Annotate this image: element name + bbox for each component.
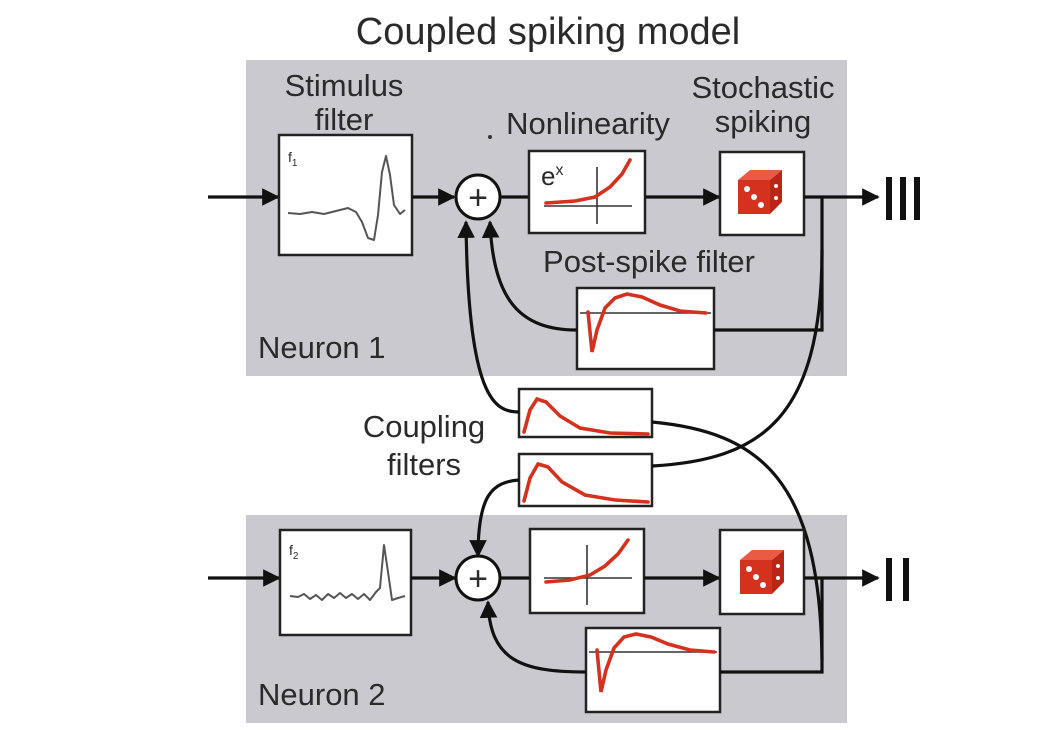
n1-output-to-postspike-wire [714, 197, 824, 332]
coupling-filter-top-box [517, 387, 654, 439]
sum-node-2: + [454, 554, 502, 602]
post-spike-filter-label: Post-spike filter [543, 244, 755, 279]
stimulus-filter-1-tag: f1 [288, 149, 298, 169]
post-spike-filter-2-box [584, 626, 722, 714]
nonlinearity-label: Nonlinearity [506, 106, 670, 141]
stimulus-filter-1-box: f1 [277, 133, 414, 257]
dice-2-icon [740, 550, 784, 594]
coupling-to-n2-arrow [469, 478, 520, 558]
n2-output-to-coupling-wire [651, 420, 824, 661]
svg-text:+: + [468, 560, 488, 598]
post-spike-filter-1-box [575, 286, 716, 371]
coupling-filters-label-1: Coupling [363, 409, 485, 444]
stochastic-label-1: Stochastic [691, 70, 834, 105]
coupling-filters-label-2: filters [387, 447, 461, 482]
neuron1-label: Neuron 1 [258, 330, 386, 365]
stray-dot [488, 135, 492, 139]
n2-postspike-feedback-arrow [479, 600, 587, 674]
sum-node-1: + [454, 173, 502, 221]
coupling-filter-bottom-box [517, 452, 654, 508]
n1-spike-train-icon [886, 177, 920, 220]
svg-text:+: + [468, 179, 488, 217]
stimulus-filter-2-box: f2 [278, 528, 413, 637]
stochastic-spiking-2-box [718, 528, 806, 616]
n1-postspike-feedback-arrow [481, 220, 578, 332]
stochastic-spiking-1-box [718, 150, 806, 237]
coupling-to-n1-arrow [457, 220, 520, 414]
exp-label: ex [541, 161, 563, 191]
stimulus-filter-label-1: Stimulus [285, 68, 404, 103]
n2-spike-train-icon [886, 558, 909, 601]
n2-output-to-postspike-wire [720, 578, 824, 674]
stimulus-filter-2-tag: f2 [289, 542, 299, 562]
stochastic-label-2: spiking [715, 104, 812, 139]
dice-1-icon [738, 170, 782, 214]
neuron2-label: Neuron 2 [258, 677, 386, 712]
diagram-title: Coupled spiking model [356, 11, 740, 53]
n1-output-to-coupling-wire [651, 249, 824, 468]
nonlinearity-2-box [528, 527, 646, 615]
nonlinearity-1-box: ex [527, 149, 647, 235]
stimulus-filter-label-2: filter [315, 102, 374, 137]
